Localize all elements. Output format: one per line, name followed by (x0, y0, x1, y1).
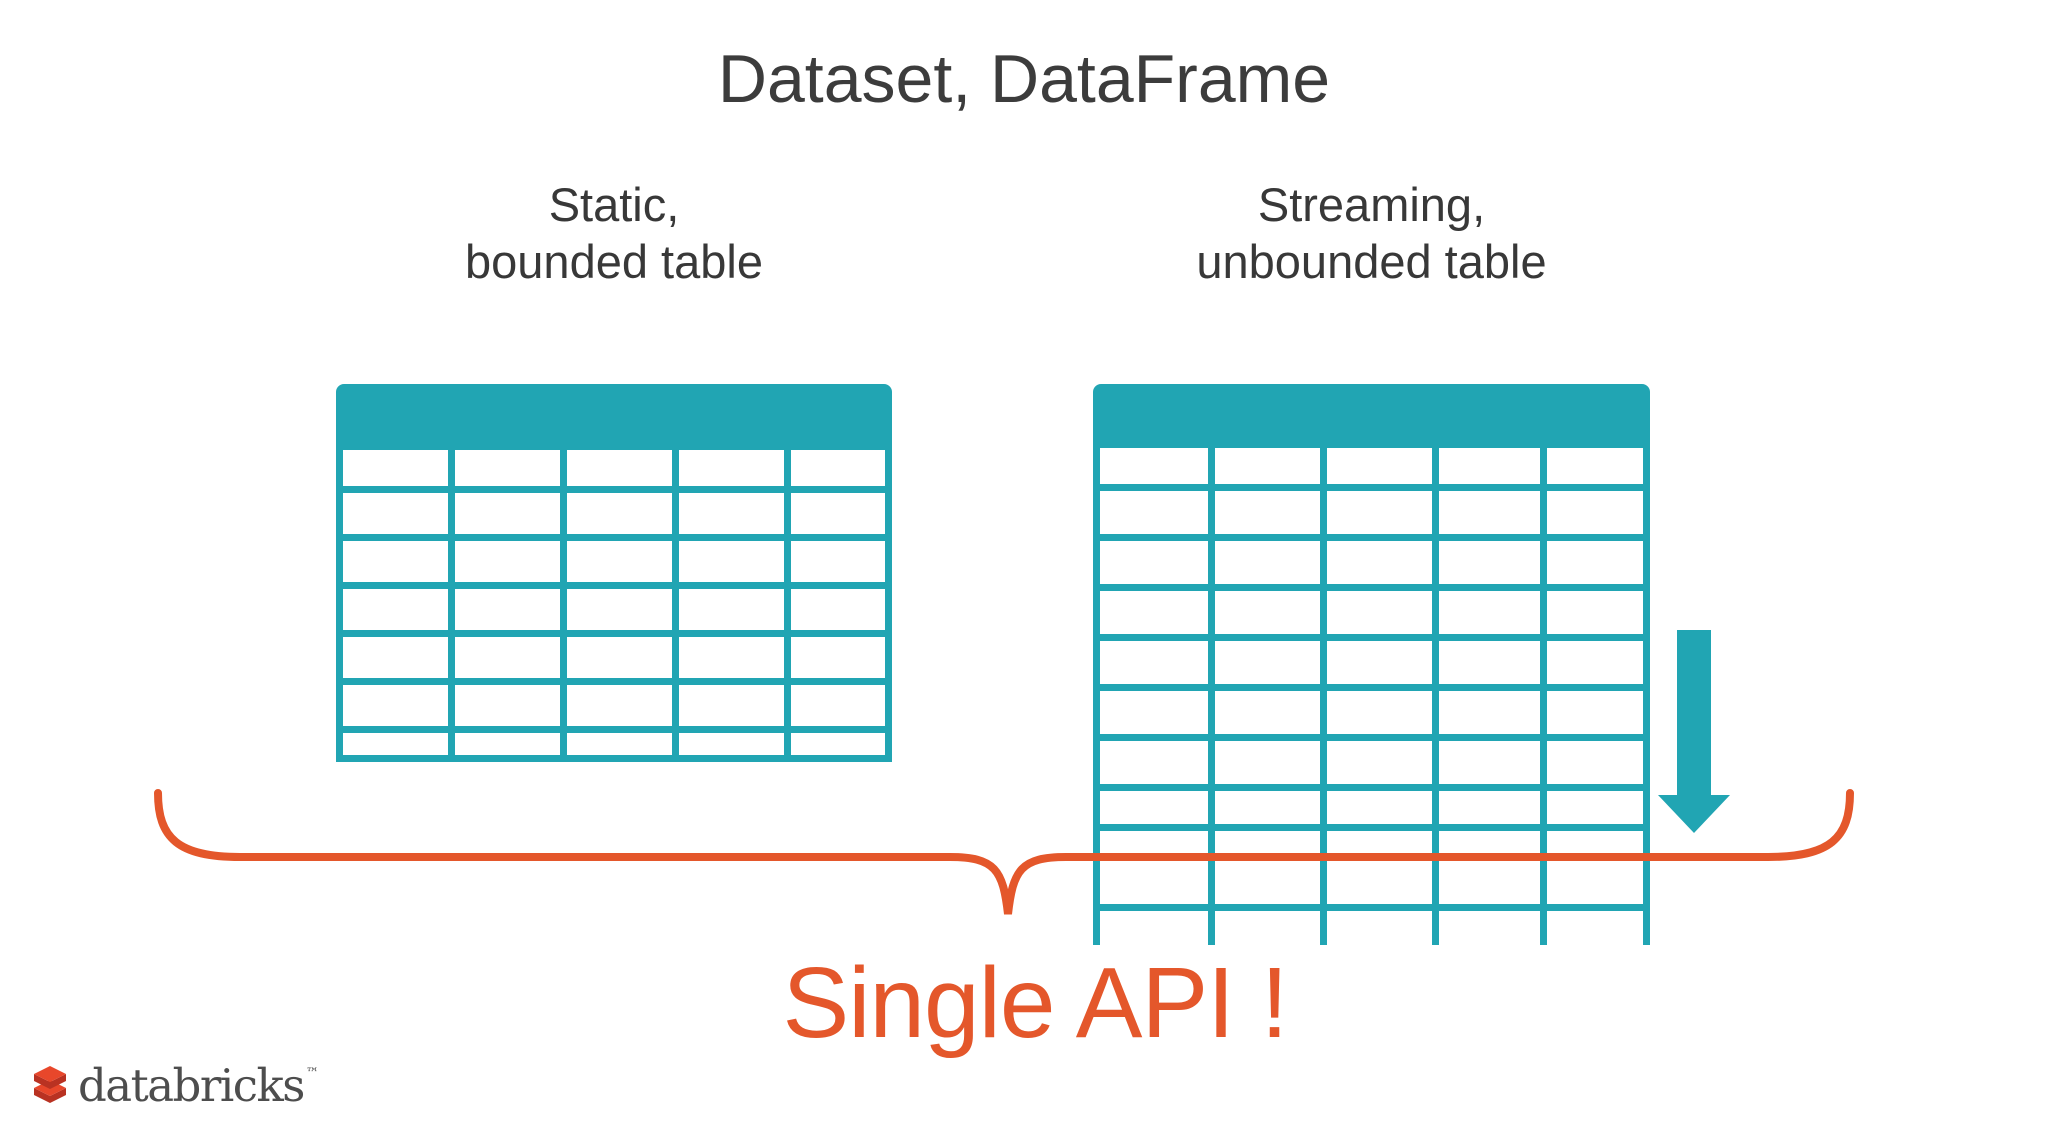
table-grid-line (672, 446, 679, 762)
static-table-header-band (336, 384, 892, 450)
table-grid-line (784, 446, 791, 762)
table-grid-line (336, 630, 892, 637)
table-grid-line (1093, 784, 1650, 791)
static-table-label-line1: Static, (548, 178, 680, 231)
table-grid-line (1208, 444, 1215, 945)
table-grid-line (1093, 534, 1650, 541)
table-grid-line (336, 726, 892, 733)
static-table-label: Static, bounded table (336, 176, 892, 291)
static-table-label-line2: bounded table (465, 235, 763, 289)
databricks-wordmark: databricks (78, 1058, 305, 1112)
streaming-table-label: Streaming, unbounded table (1093, 176, 1650, 291)
streaming-table-label-line2: unbounded table (1196, 235, 1547, 289)
streaming-table-header-band (1093, 384, 1650, 448)
table-grid-line (1093, 824, 1650, 831)
table-grid-line (448, 446, 455, 762)
table-grid-line (336, 446, 343, 762)
table-grid-line (1093, 684, 1650, 691)
table-grid-line (336, 534, 892, 541)
table-grid-line (1643, 444, 1650, 945)
static-bounded-table (336, 384, 892, 762)
databricks-logo: databricks ™ (30, 1062, 319, 1108)
table-grid-line (336, 486, 892, 493)
streaming-unbounded-table (1093, 384, 1650, 945)
slide-title: Dataset, DataFrame (717, 41, 1331, 117)
single-api-caption: Single API ! (782, 947, 1289, 1059)
table-grid-line (1320, 444, 1327, 945)
table-grid-line (885, 446, 892, 762)
table-grid-line (336, 755, 892, 762)
table-grid-line (560, 446, 567, 762)
databricks-bricks-icon (34, 1066, 66, 1103)
table-grid-line (336, 678, 892, 685)
table-grid-line (1432, 444, 1439, 945)
table-grid-line (1093, 584, 1650, 591)
table-grid-line (1093, 444, 1100, 945)
trademark-symbol: ™ (305, 1066, 319, 1081)
table-grid-line (1540, 444, 1547, 945)
table-grid-line (336, 582, 892, 589)
table-grid-line (1093, 634, 1650, 641)
arrow-down-icon (1658, 630, 1730, 833)
streaming-table-label-line1: Streaming, (1257, 178, 1486, 231)
table-grid-line (1093, 904, 1650, 911)
table-grid-line (1093, 484, 1650, 491)
table-grid-line (1093, 734, 1650, 741)
